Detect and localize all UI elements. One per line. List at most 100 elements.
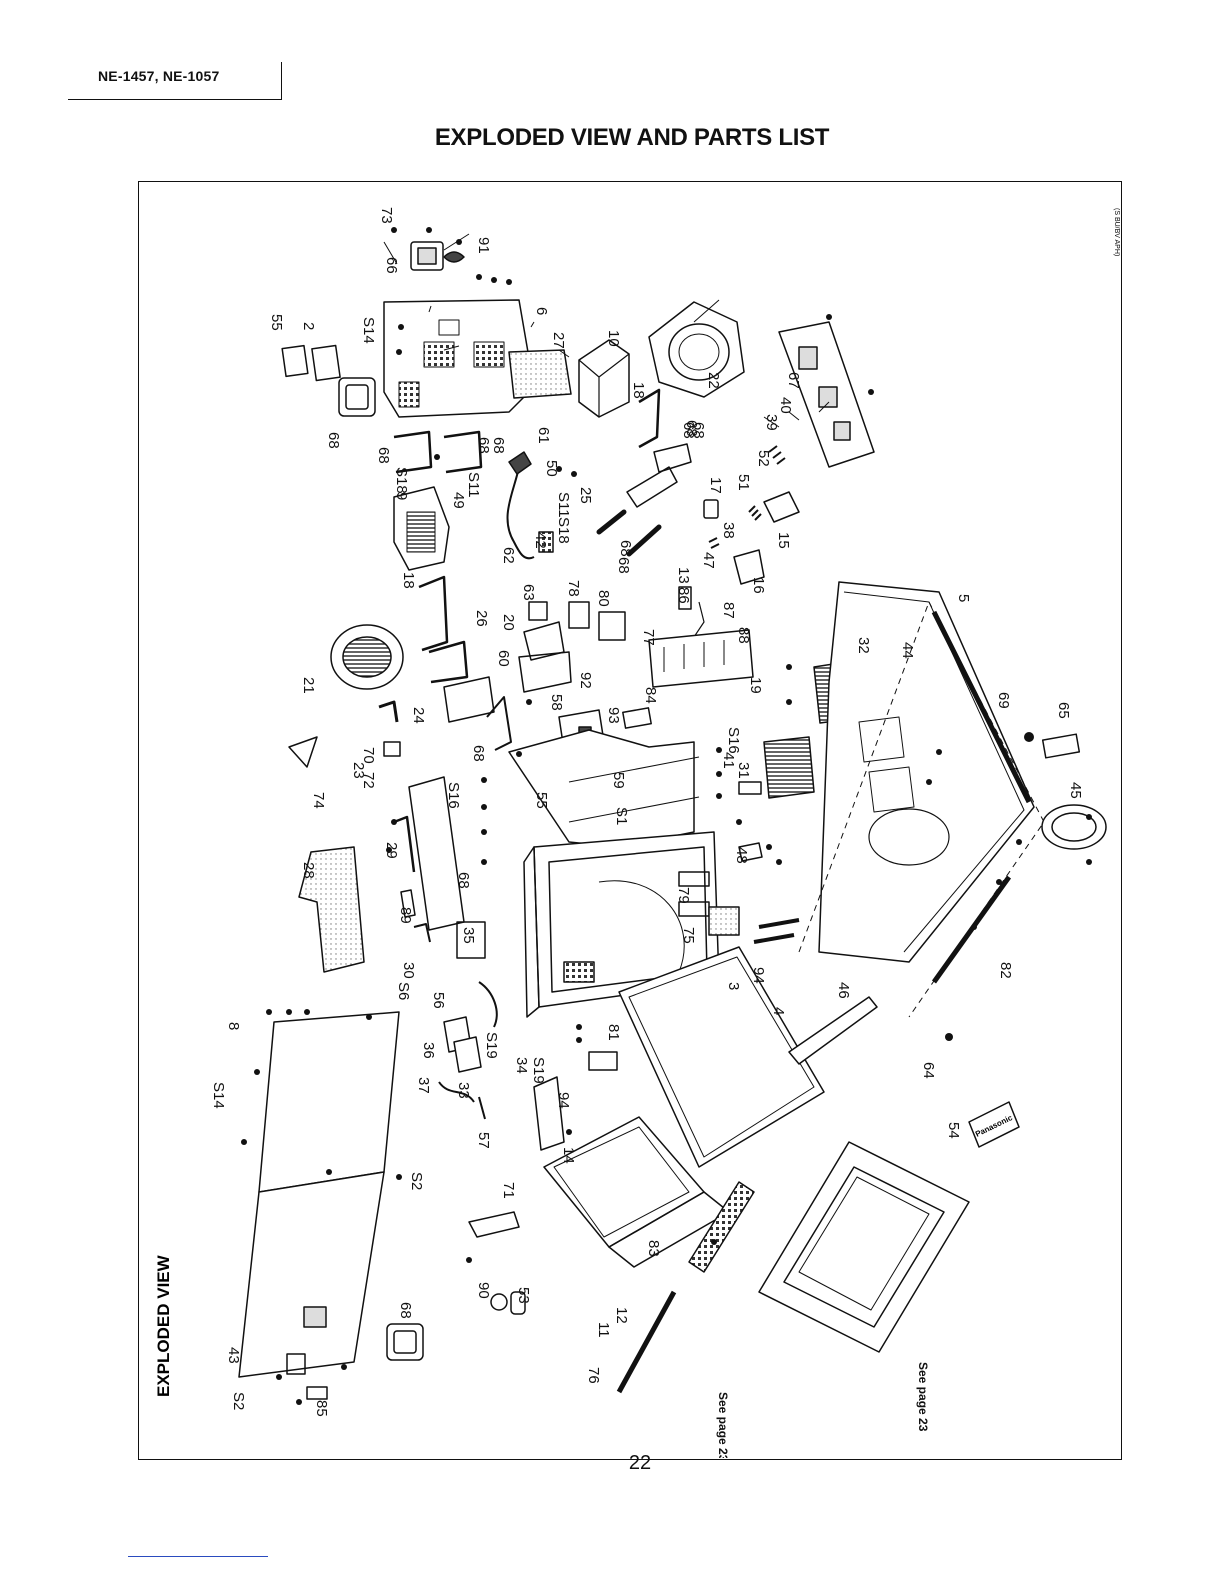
part-number-label: 32 (855, 637, 872, 654)
part-number-label: S14 (360, 317, 377, 344)
part-number-label: 6 (533, 307, 550, 315)
part-number-label: 5 (955, 594, 972, 602)
part-number-label: 41 (720, 752, 737, 769)
part-number-label: S11 (465, 472, 482, 498)
part-number-label: 63 (520, 584, 537, 601)
part-number-label: 55 (268, 314, 285, 331)
part-number-label: 21 (300, 677, 317, 694)
part-number-label: 50 (543, 460, 560, 477)
part-number-label: S18 (393, 467, 410, 494)
part-number-label: 26 (473, 610, 490, 627)
part-number-label: S11 (555, 492, 572, 518)
part-number-label: 83 (645, 1240, 662, 1257)
part-number-label: 82 (997, 962, 1014, 979)
part-number-label: 28 (300, 862, 317, 879)
part-number-label: S18 (555, 517, 572, 544)
part-number-label: 91 (475, 237, 492, 254)
model-numbers: NE-1457, NE-1057 (98, 68, 220, 84)
part-number-label: 64 (920, 1062, 937, 1079)
part-number-label: See page 23 (716, 1392, 730, 1458)
part-number-label: 75 (680, 927, 697, 944)
part-number-label: 33 (455, 1082, 472, 1099)
part-number-label: 8 (225, 1022, 242, 1030)
fastener-dots (241, 227, 1092, 1405)
part-number-label: S2 (408, 1172, 425, 1190)
part-number-label: 22 (705, 372, 722, 389)
footer-rule (128, 1556, 268, 1557)
part-number-label: 40 (777, 397, 794, 414)
part-number-label: 46 (835, 982, 852, 999)
part-number-label: 78 (565, 580, 582, 597)
exploded-view-diagram: EXPLODED VIEW (S BU/BV APH) (154, 207, 1120, 1458)
part-number-label: 76 (585, 1367, 602, 1384)
part-number-label: 51 (735, 474, 752, 491)
part-number-label: S19 (483, 1032, 500, 1059)
part-number-label: 2 (300, 322, 317, 330)
part-number-label: 89 (397, 907, 414, 924)
exploded-view-frame: EXPLODED VIEW (S BU/BV APH) (138, 181, 1122, 1460)
part-number-label: 43 (225, 1347, 242, 1364)
part-number-label: 68 (475, 437, 492, 454)
part-number-label: 68 (615, 557, 632, 574)
part-number-label: 68 (470, 745, 487, 762)
part-number-label: 14 (560, 1147, 577, 1164)
part-number-label: 15 (775, 532, 792, 549)
part-number-label: 93 (605, 707, 622, 724)
part-number-label: 36 (420, 1042, 437, 1059)
part-number-label: 42 (532, 532, 549, 549)
part-number-label: 68 (680, 422, 697, 439)
part-number-label: 67 (785, 372, 802, 389)
part-number-label: 18 (400, 572, 417, 589)
part-number-label: 85 (313, 1400, 330, 1417)
part-number-label: 44 (899, 642, 916, 659)
part-number-label: 49 (450, 492, 467, 509)
part-number-label: S19 (530, 1057, 547, 1084)
part-number-label: 68 (397, 1302, 414, 1319)
part-number-label: 68 (690, 422, 707, 439)
part-number-label: 24 (410, 707, 427, 724)
part-number-label: 16 (750, 577, 767, 594)
part-number-label: 10 (605, 330, 622, 347)
model-number-tab: NE-1457, NE-1057 (68, 62, 282, 100)
part-number-label: 18 (630, 382, 647, 399)
part-number-label: 31 (735, 762, 752, 779)
part-number-label: 61 (535, 427, 552, 444)
part-number-label: 17 (707, 477, 724, 494)
part-number-label: 66 (383, 257, 400, 274)
part-number-label: 27 (550, 332, 567, 349)
part-number-label: 68 (455, 872, 472, 889)
part-number-label: 68 (683, 420, 700, 437)
page-title: EXPLODED VIEW AND PARTS LIST (434, 124, 830, 151)
part-number-label: 23 (350, 762, 367, 779)
part-number-label: 25 (577, 487, 594, 504)
part-number-label: 58 (548, 694, 565, 711)
part-number-label: 11 (595, 1322, 612, 1338)
part-number-label: 55 (533, 792, 550, 809)
part-number-label: 79 (675, 887, 692, 904)
part-number-label: 56 (430, 992, 447, 1009)
page-number: 22 (628, 1452, 652, 1474)
part-number-label: 87 (720, 602, 737, 619)
part-number-label: 88 (735, 627, 752, 644)
part-number-label: 92 (577, 672, 594, 689)
part-number-label: 94 (750, 967, 767, 984)
parts-line-art (238, 233, 1107, 1400)
part-number-label: 84 (642, 687, 659, 704)
part-number-label: 62 (500, 547, 517, 564)
part-number-label: 86 (675, 587, 692, 604)
part-number-label: 29 (383, 842, 400, 859)
part-number-label: See page 23 (916, 1362, 930, 1432)
section-label: EXPLODED VIEW (154, 1254, 173, 1397)
part-number-label: 19 (747, 677, 764, 694)
part-number-label: 68 (325, 432, 342, 449)
part-number-label: 68 (375, 447, 392, 464)
part-number-label: 74 (310, 792, 327, 809)
part-number-label: 68 (490, 437, 507, 454)
part-number-label: 80 (595, 590, 612, 607)
part-number-label: 65 (1055, 702, 1072, 719)
part-number-label: 53 (515, 1287, 532, 1304)
part-number-label: 77 (640, 629, 657, 646)
part-number-label: 47 (700, 552, 717, 569)
part-number-label: 68 (617, 540, 634, 557)
